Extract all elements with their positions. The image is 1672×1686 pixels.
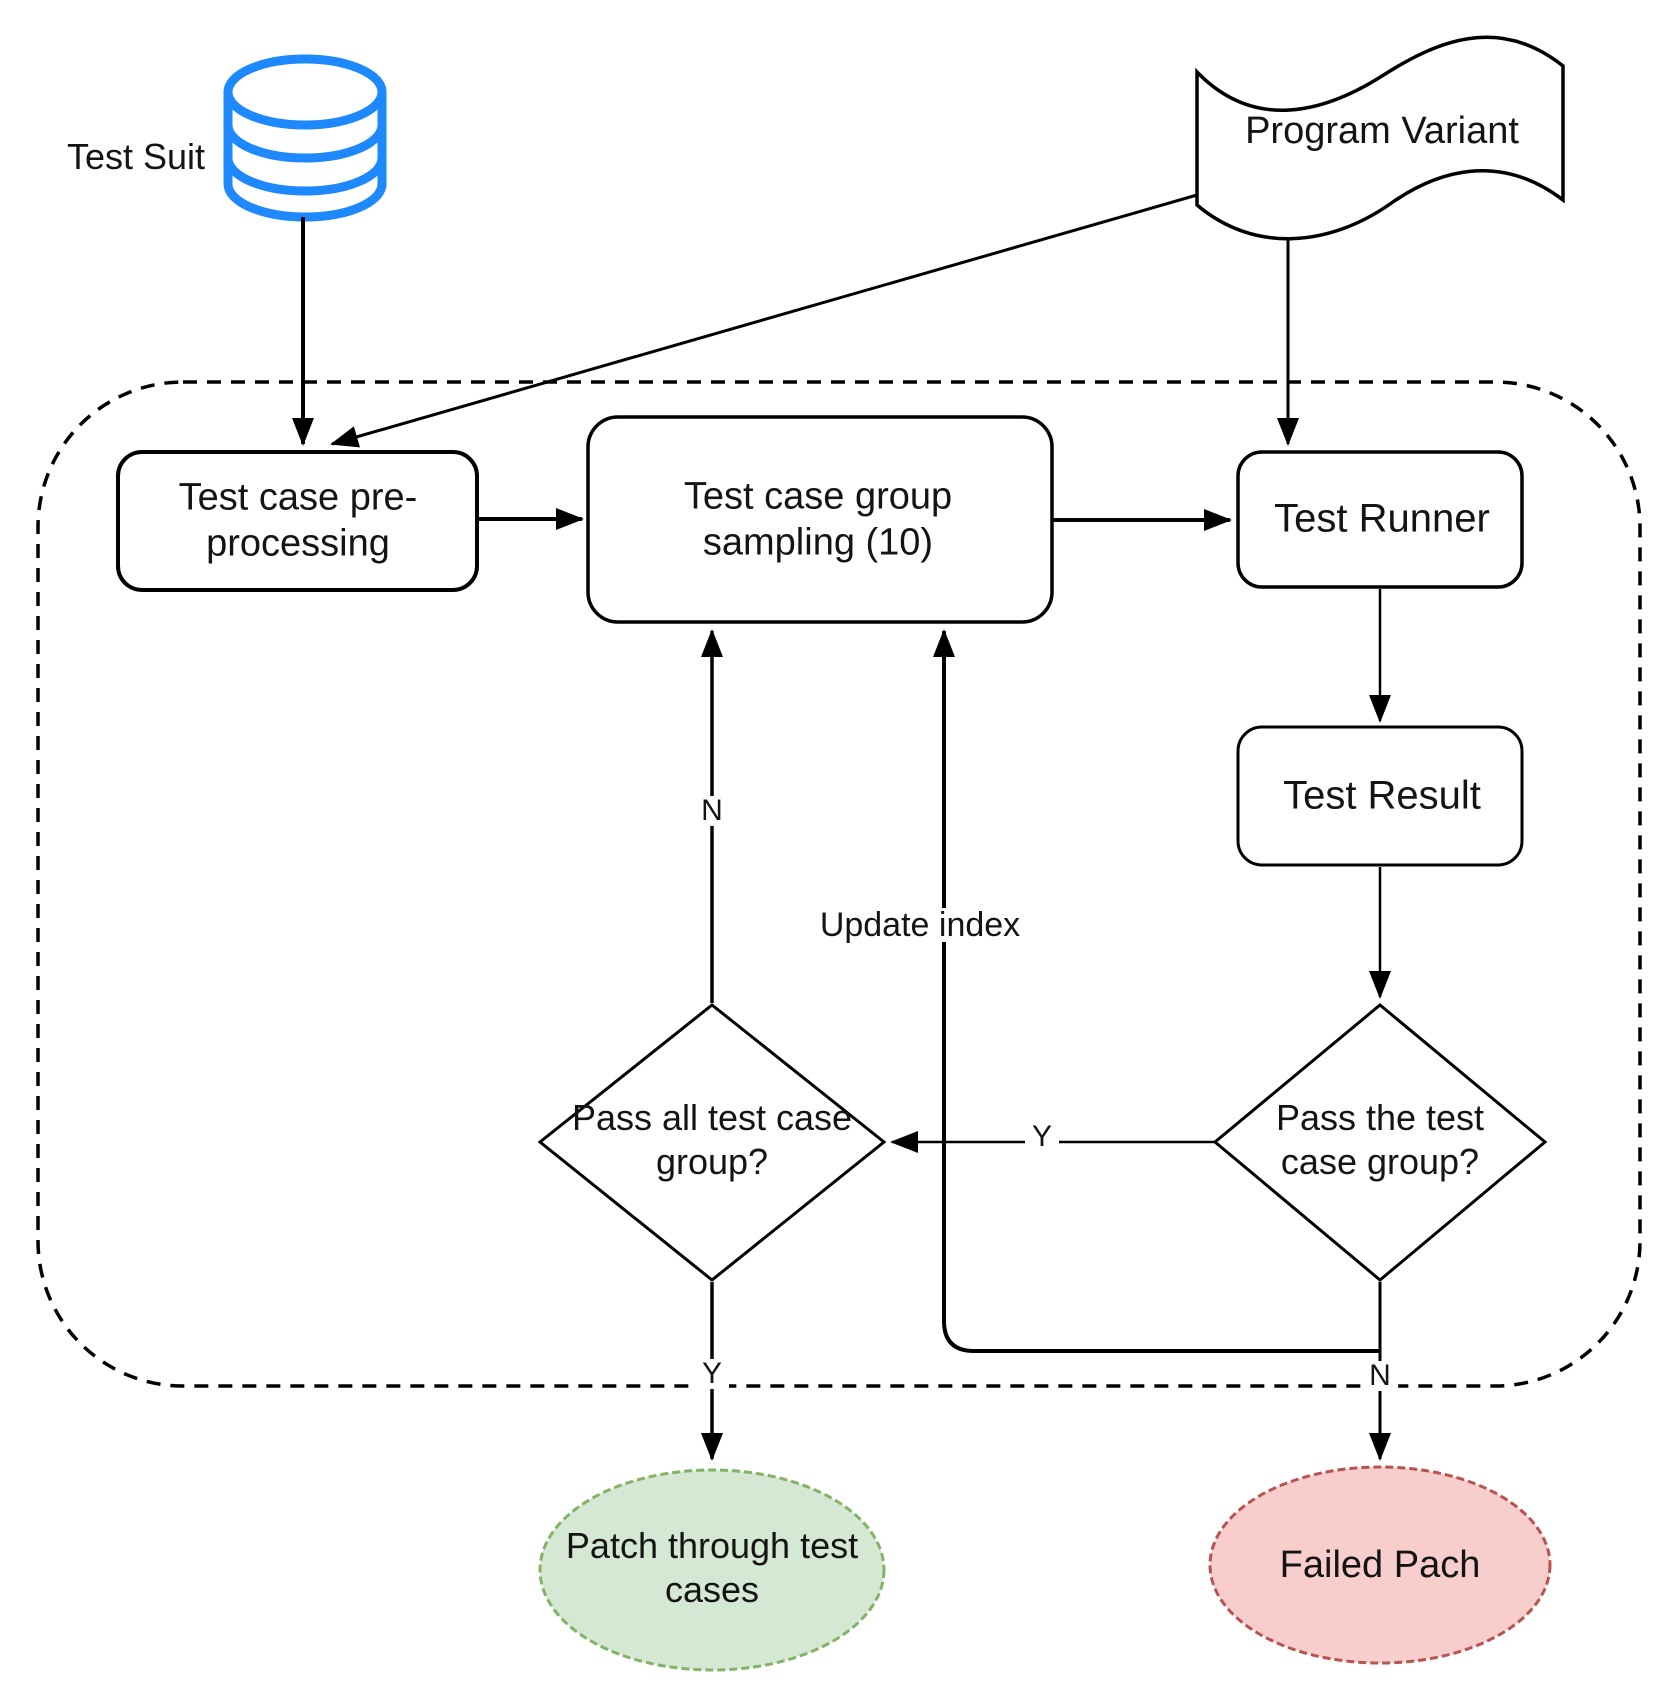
program-variant-label: Program Variant <box>1245 109 1519 152</box>
success-ellipse <box>538 1468 886 1672</box>
database-band-2 <box>223 153 387 196</box>
edge-label-passall-no: N <box>694 796 730 826</box>
failure-label: Failed Pach <box>1279 1543 1481 1586</box>
edge-label-passall-yes: Y <box>694 1359 730 1389</box>
edge-label-update-index: Update index <box>812 908 1028 942</box>
preprocessing-label: Test case pre- processing <box>178 476 418 565</box>
process-boundary <box>36 380 1642 1388</box>
success-label: Patch through test cases <box>565 1525 859 1610</box>
preprocessing-box <box>116 450 479 592</box>
testresult-label: Test Result <box>1283 773 1481 818</box>
passall-diamond <box>537 1003 887 1282</box>
testresult-box <box>1236 725 1524 867</box>
sampling-label: Test case group sampling (10) <box>683 475 953 564</box>
passgroup-diamond-label: Pass the test case group? <box>1275 1097 1485 1182</box>
database-top <box>223 54 387 130</box>
edge-label-passgroup-no: N <box>1362 1361 1398 1391</box>
test-suite-label: Test Suit <box>66 136 206 178</box>
failure-ellipse <box>1208 1465 1552 1665</box>
passgroup-diamond <box>1212 1003 1548 1282</box>
arrow-programvariant-to-preprocessing <box>330 193 1198 448</box>
edge-label-passgroup-yes: Y <box>1024 1122 1060 1152</box>
passall-diamond-label: Pass all test case group? <box>571 1097 853 1182</box>
program-variant-shape <box>1195 35 1565 241</box>
sampling-box <box>586 415 1054 624</box>
testrunner-box <box>1236 450 1524 589</box>
database-icon <box>223 54 387 222</box>
testrunner-label: Test Runner <box>1274 496 1490 541</box>
arrow-update-index-to-sampling <box>933 629 1380 1353</box>
database-band-1 <box>223 120 387 163</box>
